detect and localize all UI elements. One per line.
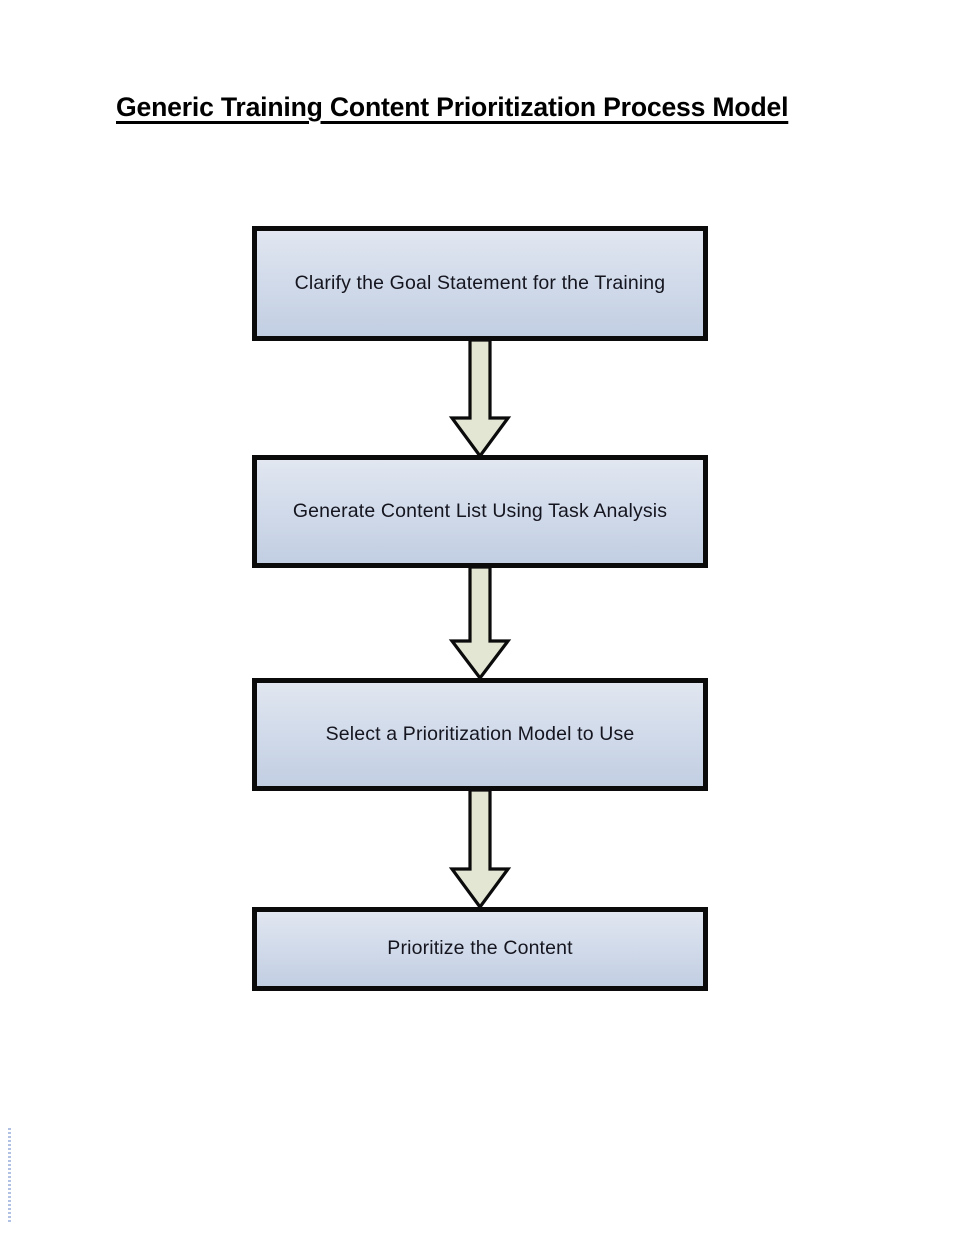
process-node-select-prioritization-model[interactable]: Select a Prioritization Model to Use: [252, 678, 708, 794]
process-node-label: Select a Prioritization Model to Use: [325, 722, 635, 745]
process-node-prioritize-the-content[interactable]: Prioritize the Content: [252, 907, 708, 994]
process-node-label: Generate Content List Using Task Analysi…: [292, 499, 668, 522]
page-title: Generic Training Content Prioritization …: [116, 92, 789, 123]
down-arrow-icon-1: [448, 340, 512, 458]
down-arrow-icon-3: [448, 790, 512, 909]
process-node-label: Clarify the Goal Statement for the Train…: [294, 271, 666, 294]
process-node-label: Prioritize the Content: [387, 937, 573, 960]
down-arrow-icon-2: [448, 567, 512, 680]
process-node-generate-content-list[interactable]: Generate Content List Using Task Analysi…: [252, 455, 708, 571]
process-node-clarify-goal-statement[interactable]: Clarify the Goal Statement for the Train…: [252, 226, 708, 344]
